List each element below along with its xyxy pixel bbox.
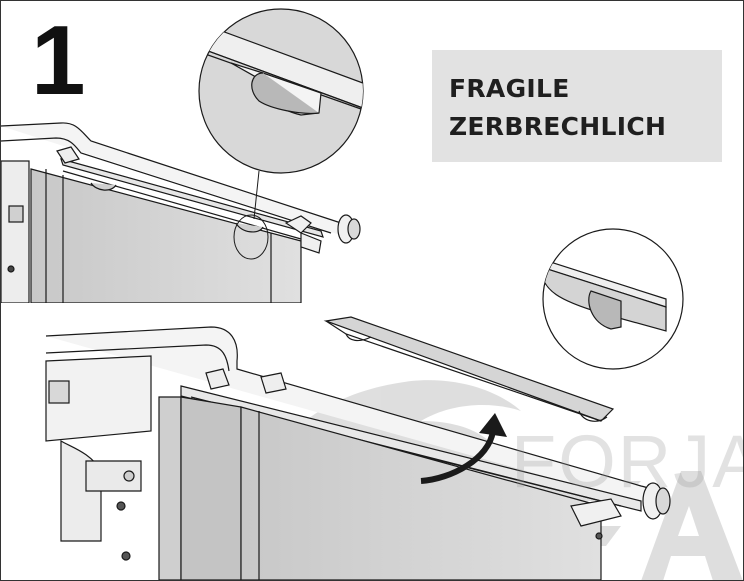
watermark-brand-text: FORJAS: [511, 420, 743, 503]
step-number: 1: [31, 5, 86, 115]
top-cabinet-scene: [1, 122, 361, 303]
callout-target-marker: [233, 214, 269, 260]
warning-label-de: ZERBRECHLICH: [449, 112, 667, 141]
rail-piece: [323, 316, 615, 422]
fragile-warning-box: FRAGILE ZERBRECHLICH: [432, 50, 722, 162]
magnifier-callout-icon: [198, 8, 364, 174]
curved-arrow-icon: [420, 413, 507, 484]
warning-label-en: FRAGILE: [449, 74, 570, 103]
bottom-cabinet-scene: [45, 326, 671, 580]
magnifier-callout-icon: [542, 228, 684, 370]
callout-leader-line: [253, 170, 260, 220]
